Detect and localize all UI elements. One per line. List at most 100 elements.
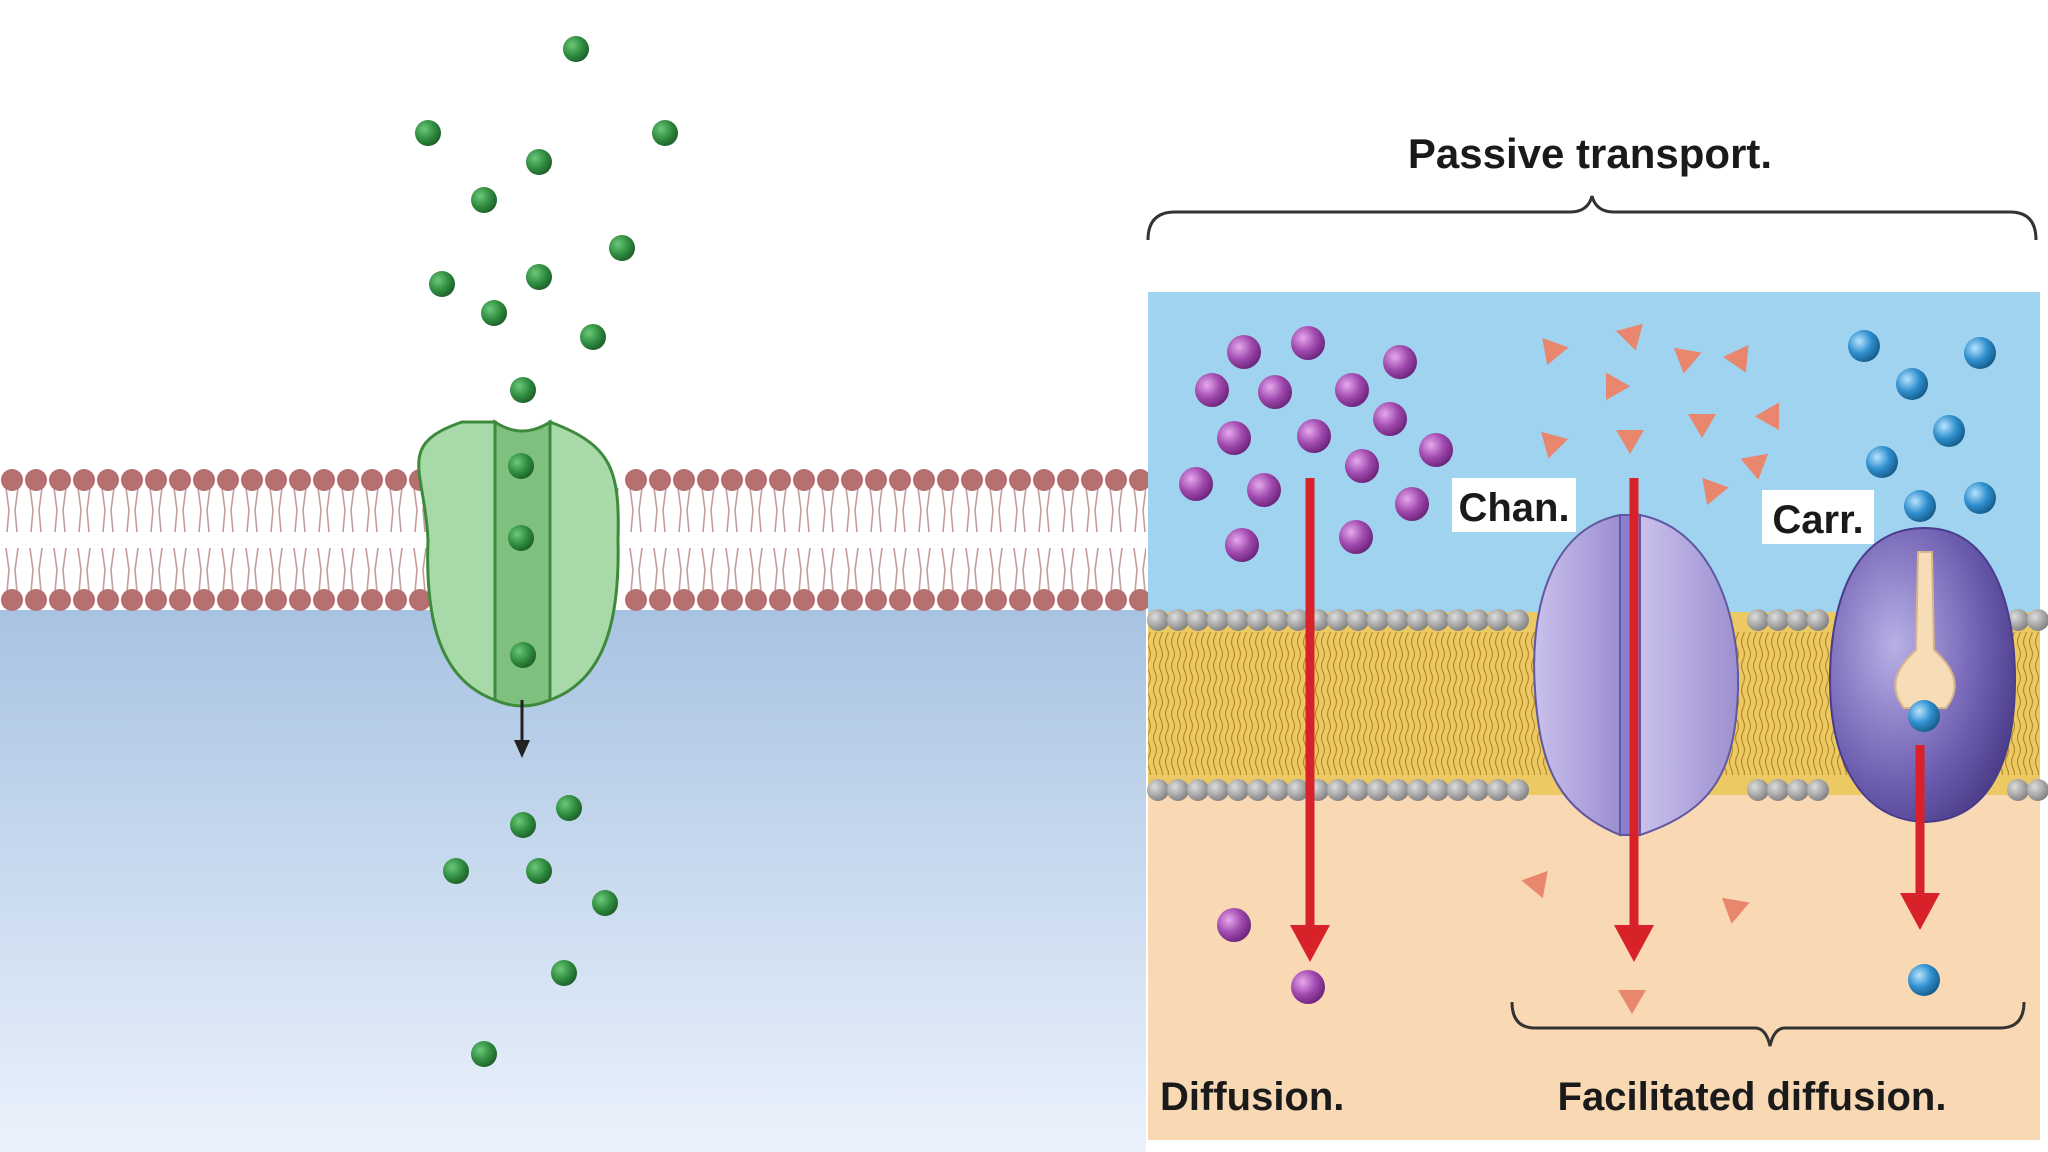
lipid-head (841, 589, 863, 611)
lipid-head (889, 589, 911, 611)
lipid-head (289, 589, 311, 611)
green-molecule (443, 858, 469, 884)
lipid-head (913, 469, 935, 491)
triangle-solute (1688, 414, 1716, 438)
diffusion-label: Diffusion. (1160, 1075, 1344, 1119)
left-bilayer-bottom-heads (1, 589, 1151, 611)
left-molecules (415, 36, 678, 1067)
purple-solute (1258, 375, 1292, 409)
lipid-head (73, 589, 95, 611)
left-bilayer-top-heads (1, 469, 1151, 491)
lipid-head (961, 469, 983, 491)
lipid-head (1207, 779, 1229, 801)
lipid-head (1447, 779, 1469, 801)
green-molecule (510, 642, 536, 668)
lipid-head (1057, 589, 1079, 611)
triangle-solute (1702, 477, 1729, 506)
right-bilayer-bottom-heads (1147, 779, 2048, 801)
green-molecule (526, 264, 552, 290)
lipid-head (49, 469, 71, 491)
lipid-head (745, 589, 767, 611)
lipid-head (1327, 609, 1349, 631)
lipid-head (1347, 779, 1369, 801)
green-molecule (556, 795, 582, 821)
lipid-head (697, 589, 719, 611)
lipid-head (1105, 589, 1127, 611)
green-molecule (471, 1041, 497, 1067)
triangle-solute (1541, 431, 1569, 459)
lipid-head (1447, 609, 1469, 631)
lipid-head (1267, 609, 1289, 631)
lipid-head (1167, 779, 1189, 801)
lipid-head (673, 589, 695, 611)
lipid-head (865, 589, 887, 611)
lipid-head (1129, 469, 1151, 491)
lipid-head (1487, 609, 1509, 631)
lipid-head (1787, 609, 1809, 631)
lipid-head (721, 469, 743, 491)
lipid-head (889, 469, 911, 491)
lipid-head (217, 469, 239, 491)
blue-solute (1908, 964, 1940, 996)
channel-label-box (1452, 478, 1576, 532)
lipid-head (793, 469, 815, 491)
triangle-solute (1605, 372, 1631, 401)
lipid-head (1081, 589, 1103, 611)
facilitated-diffusion-label: Facilitated diffusion. (1558, 1075, 1947, 1119)
green-molecule (481, 300, 507, 326)
purple-solute (1383, 345, 1417, 379)
purple-solute (1345, 449, 1379, 483)
triangle-solute (1673, 347, 1702, 374)
lipid-head (2007, 609, 2029, 631)
lipid-head (961, 589, 983, 611)
purple-solute (1225, 528, 1259, 562)
lipid-head (1147, 779, 1169, 801)
lipid-head (265, 589, 287, 611)
lipid-head (625, 589, 647, 611)
purple-solute (1339, 520, 1373, 554)
green-molecule (510, 377, 536, 403)
green-molecule (652, 120, 678, 146)
lipid-head (313, 469, 335, 491)
title-bracket (1146, 195, 2038, 241)
blue-solute (1848, 330, 1880, 362)
lipid-head (1747, 779, 1769, 801)
green-molecule (592, 890, 618, 916)
lipid-head (313, 589, 335, 611)
green-molecule (551, 960, 577, 986)
lipid-head (145, 589, 167, 611)
lipid-head (385, 589, 407, 611)
triangle-solute (1542, 337, 1569, 366)
lipid-head (1487, 779, 1509, 801)
purple-solute (1217, 908, 1251, 942)
lipid-head (793, 589, 815, 611)
purple-solute (1373, 402, 1407, 436)
purple-solute (1179, 467, 1213, 501)
lipid-head (649, 589, 671, 611)
diffusion-arrow (1290, 478, 1330, 962)
lipid-head (241, 589, 263, 611)
lipid-head (1105, 469, 1127, 491)
blue-solute (1964, 482, 1996, 514)
lipid-head (337, 469, 359, 491)
lipid-head (169, 589, 191, 611)
lipid-head (1267, 779, 1289, 801)
lipid-head (241, 469, 263, 491)
purple-solute (1291, 970, 1325, 1004)
lipid-head (2007, 779, 2029, 801)
triangle-solute (1754, 402, 1780, 431)
title-passive-transport: Passive transport. (1408, 130, 1772, 177)
lipid-head (1427, 779, 1449, 801)
lipid-head (1247, 609, 1269, 631)
lipid-head (193, 589, 215, 611)
lipid-head (817, 469, 839, 491)
lipid-head (1187, 779, 1209, 801)
lipid-head (1387, 609, 1409, 631)
lipid-head (913, 589, 935, 611)
carrier-protein (1828, 526, 2017, 824)
green-molecule (580, 324, 606, 350)
triangle-solute (1615, 323, 1643, 351)
purple-solutes (1179, 326, 1453, 1004)
lipid-head (1347, 609, 1369, 631)
cytoplasm-background (0, 610, 1146, 1152)
